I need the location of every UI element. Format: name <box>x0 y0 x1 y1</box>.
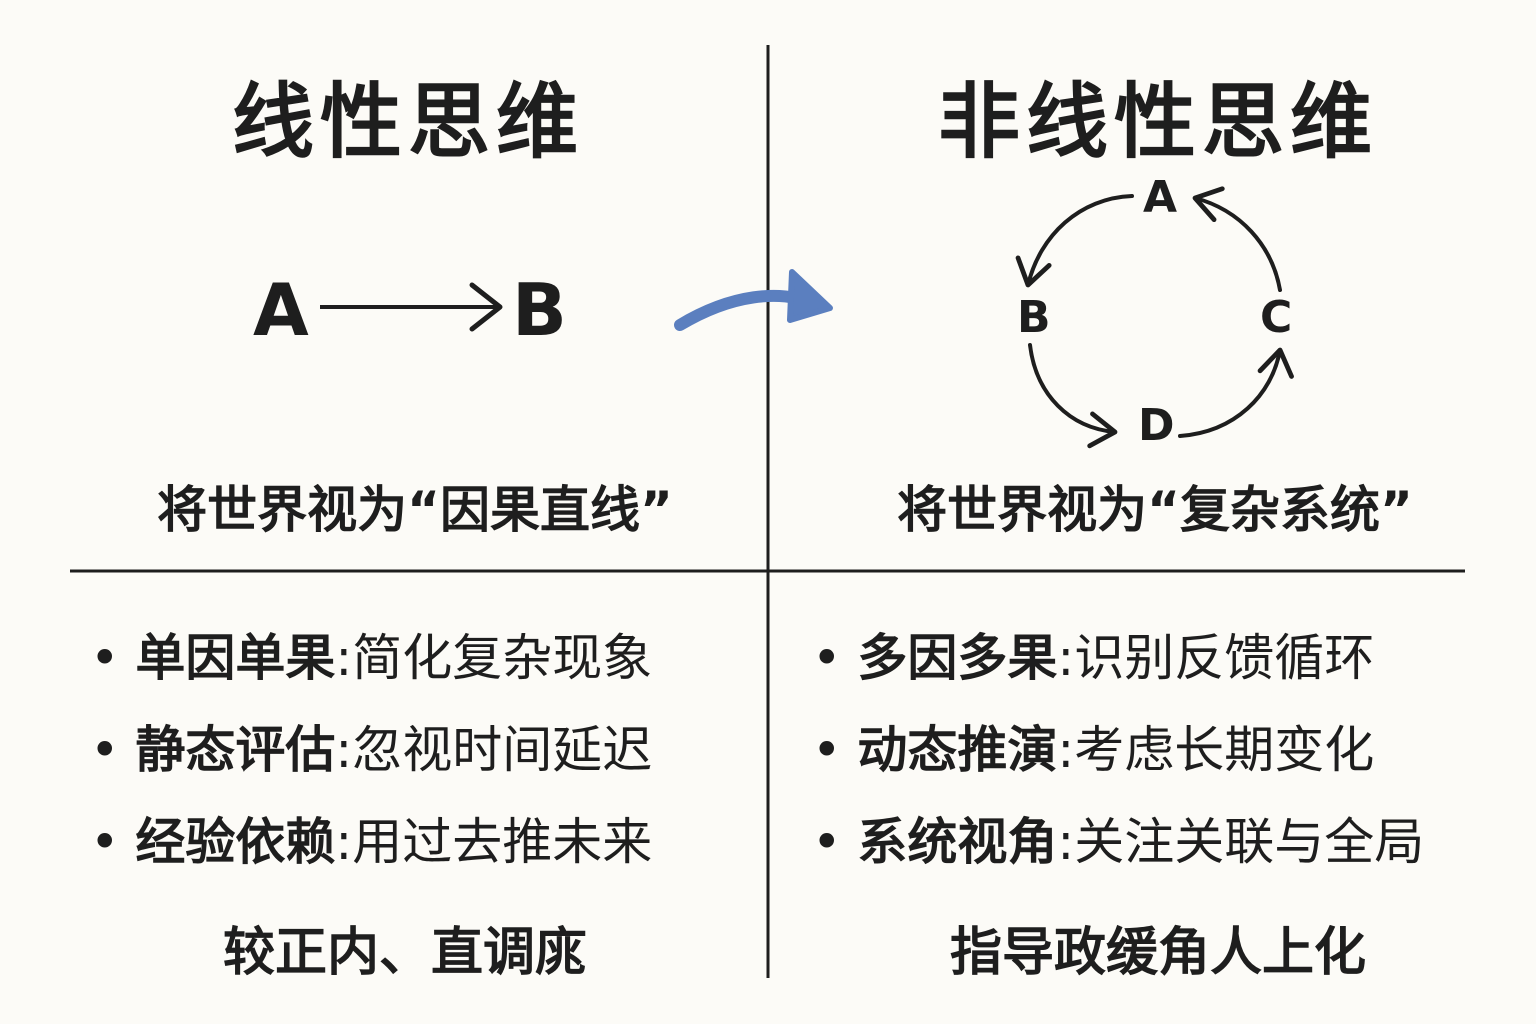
linear-node-b: B <box>512 268 567 352</box>
linear-node-a: A <box>253 268 309 352</box>
right-caption: 将世界视为“复杂系统” <box>897 481 1413 539</box>
cycle-node-d: D <box>1138 400 1175 451</box>
cycle-arrows <box>1015 186 1294 449</box>
linear-arrow <box>320 282 503 332</box>
right-summary: 指导政缓角人上化 <box>949 923 1366 983</box>
left-caption: 将世界视为“因果直线” <box>157 481 673 539</box>
left-bullet-list: • 单因单果:简化复杂现象 • 静态评估:忽视时间延迟 • 经验依赖:用过去推未… <box>90 612 652 888</box>
list-item: • 系统视角:关注关联与全局 <box>812 813 1425 871</box>
left-summary: 较正内、直调庣 <box>222 923 587 983</box>
right-title: 非线性思维 <box>937 75 1378 170</box>
list-item: • 单因单果:简化复杂现象 <box>90 629 653 687</box>
cycle-node-b: B <box>1017 292 1051 343</box>
left-title: 线性思维 <box>231 75 584 170</box>
right-bullet-list: • 多因多果:识别反馈循环 • 动态推演:考虑长期变化 • 系统视角:关注关联与… <box>812 612 1424 888</box>
list-item: • 动态推演:考虑长期变化 <box>812 721 1375 779</box>
list-item: • 经验依赖:用过去推未来 <box>90 813 653 871</box>
cycle-node-a: A <box>1143 172 1178 223</box>
list-item: • 静态评估:忽视时间延迟 <box>90 721 653 779</box>
cycle-node-c: C <box>1260 292 1293 343</box>
list-item: • 多因多果:识别反馈循环 <box>812 629 1375 687</box>
transition-arrow <box>674 269 833 331</box>
